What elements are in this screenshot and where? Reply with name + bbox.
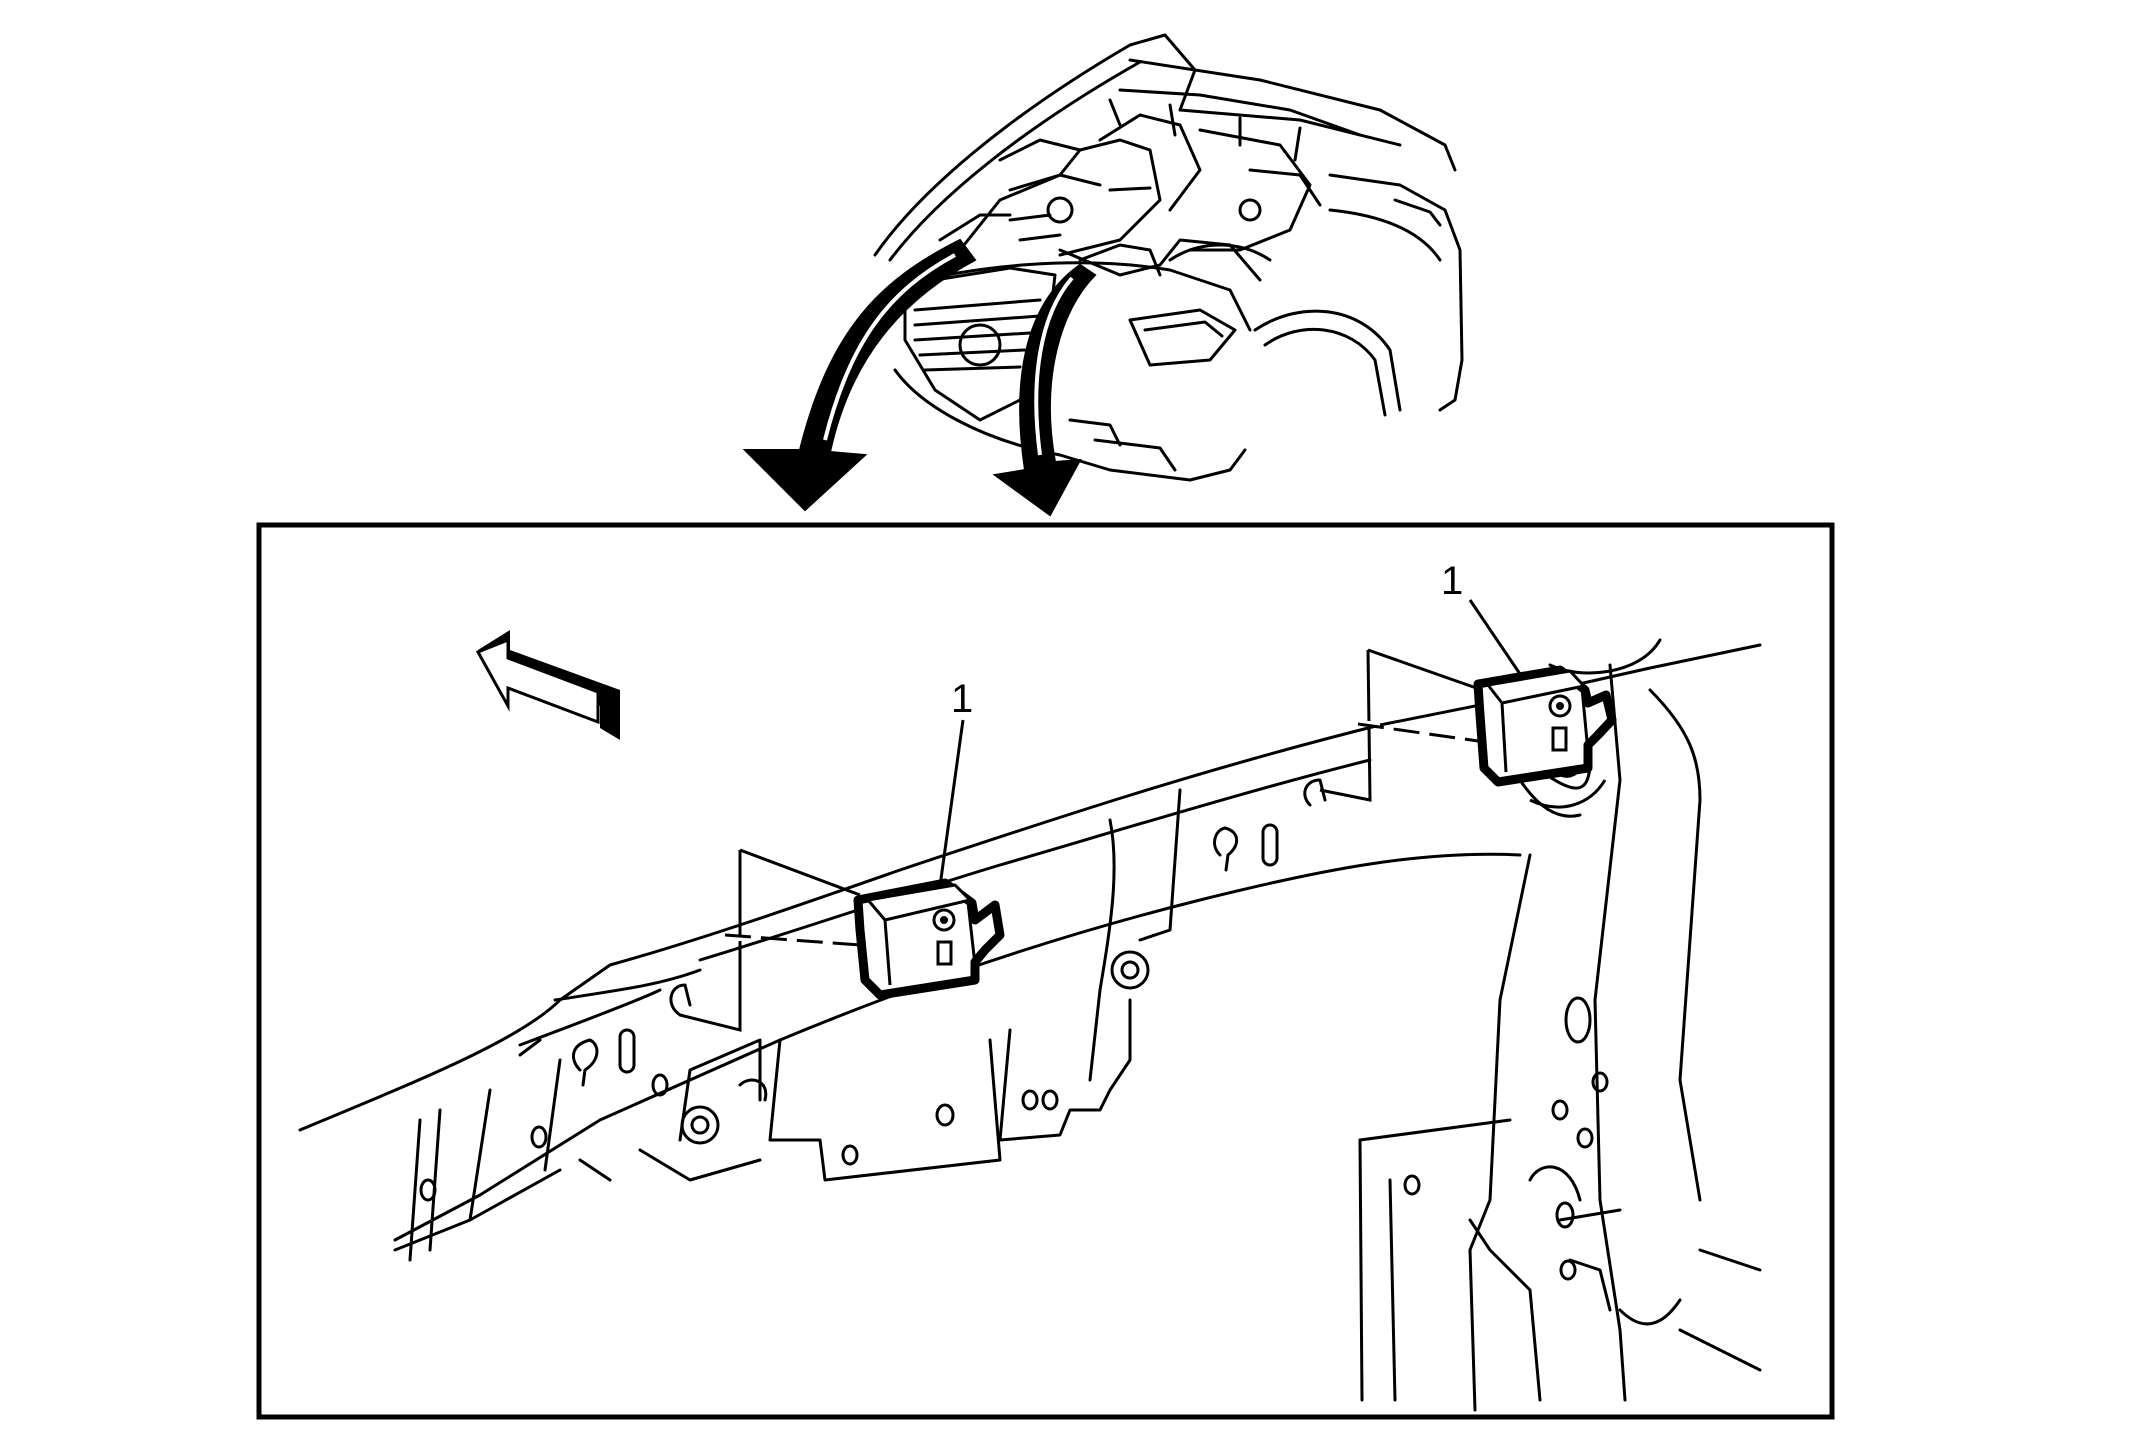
forward-direction-arrow (475, 630, 620, 740)
right-impact-sensor (1319, 648, 1617, 809)
callout-left-sensor: 1 (951, 677, 973, 721)
right-callout-leader (1468, 599, 1522, 675)
right-fender (1328, 173, 1464, 412)
left-callout-leader (938, 719, 965, 887)
left-impact-sensor (679, 848, 1005, 1032)
headlight (1128, 308, 1237, 367)
right-pointer-arrow (992, 263, 1097, 517)
open-hood (873, 33, 1197, 257)
detail-frame (256, 522, 1835, 1420)
pointer-arrows (742, 238, 1097, 517)
callout-leaders (938, 599, 1522, 887)
left-pointer-arrow (742, 238, 977, 512)
callout-right-sensor: 1 (1441, 559, 1463, 603)
